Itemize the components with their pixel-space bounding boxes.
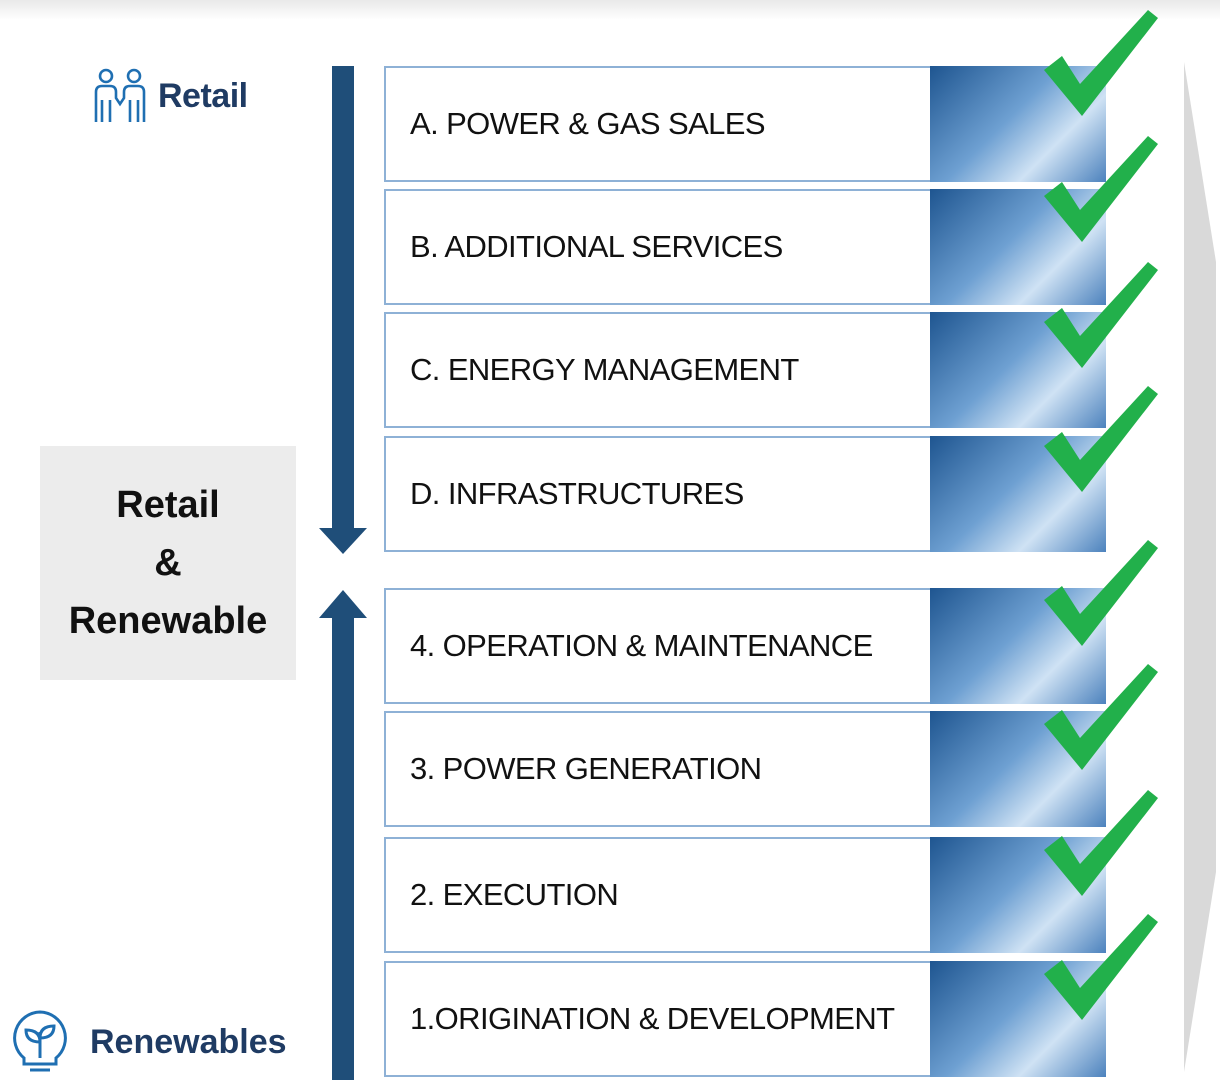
- down-arrow-head: [319, 528, 367, 554]
- renewables-header: Renewables: [8, 1010, 287, 1074]
- step-label: 1.ORIGINATION & DEVELOPMENT: [410, 1001, 895, 1036]
- step-label: A. POWER & GAS SALES: [410, 106, 766, 141]
- step-execution: 2. EXECUTION: [384, 837, 1106, 953]
- segment-title-box: Retail & Renewable: [40, 446, 296, 680]
- step-power-gas-sales: A. POWER & GAS SALES: [384, 66, 1106, 182]
- segment-title-line-2: &: [154, 542, 182, 584]
- checkmark-icon: [1044, 10, 1158, 116]
- step-label: 2. EXECUTION: [410, 877, 619, 912]
- step-label: D. INFRASTRUCTURES: [410, 476, 744, 511]
- checkmark-icon: [1044, 914, 1158, 1020]
- step-label: 3. POWER GENERATION: [410, 751, 762, 786]
- step-operation-maintenance: 4. OPERATION & MAINTENANCE: [384, 588, 1106, 704]
- step-additional-services: B. ADDITIONAL SERVICES: [384, 189, 1106, 305]
- up-arrow-head: [319, 590, 367, 618]
- step-origination-development: 1.ORIGINATION & DEVELOPMENT: [384, 961, 1106, 1077]
- checkmark-icon: [1044, 386, 1158, 492]
- checkmark-icon: [1044, 262, 1158, 368]
- step-image: [930, 961, 1106, 1077]
- segment-title-line-3: Renewable: [68, 600, 268, 642]
- down-arrow-shaft: [332, 66, 354, 530]
- retail-label: Retail: [158, 76, 248, 115]
- checkmark-icon: [1044, 136, 1158, 242]
- step-image: [930, 588, 1106, 704]
- people-icon: [94, 68, 146, 122]
- renewables-label: Renewables: [90, 1022, 287, 1061]
- side-chevron-arrow: [1184, 62, 1216, 1072]
- up-arrow-shaft: [332, 616, 354, 1080]
- plant-bulb-icon: [13, 1010, 67, 1072]
- checkmark-icon: [1044, 540, 1158, 646]
- retail-header: Retail: [88, 68, 248, 124]
- step-label: C. ENERGY MANAGEMENT: [410, 352, 799, 387]
- top-shading: [0, 0, 1220, 20]
- step-infrastructures: D. INFRASTRUCTURES: [384, 436, 1106, 552]
- step-energy-management: C. ENERGY MANAGEMENT: [384, 312, 1106, 428]
- step-label: 4. OPERATION & MAINTENANCE: [410, 628, 873, 663]
- step-image: [930, 837, 1106, 953]
- segment-title-line-1: Retail: [116, 484, 220, 526]
- step-label: B. ADDITIONAL SERVICES: [410, 229, 783, 264]
- checkmark-icon: [1044, 664, 1158, 770]
- step-image: [930, 711, 1106, 827]
- checkmark-icon: [1044, 790, 1158, 896]
- step-power-generation: 3. POWER GENERATION: [384, 711, 1106, 827]
